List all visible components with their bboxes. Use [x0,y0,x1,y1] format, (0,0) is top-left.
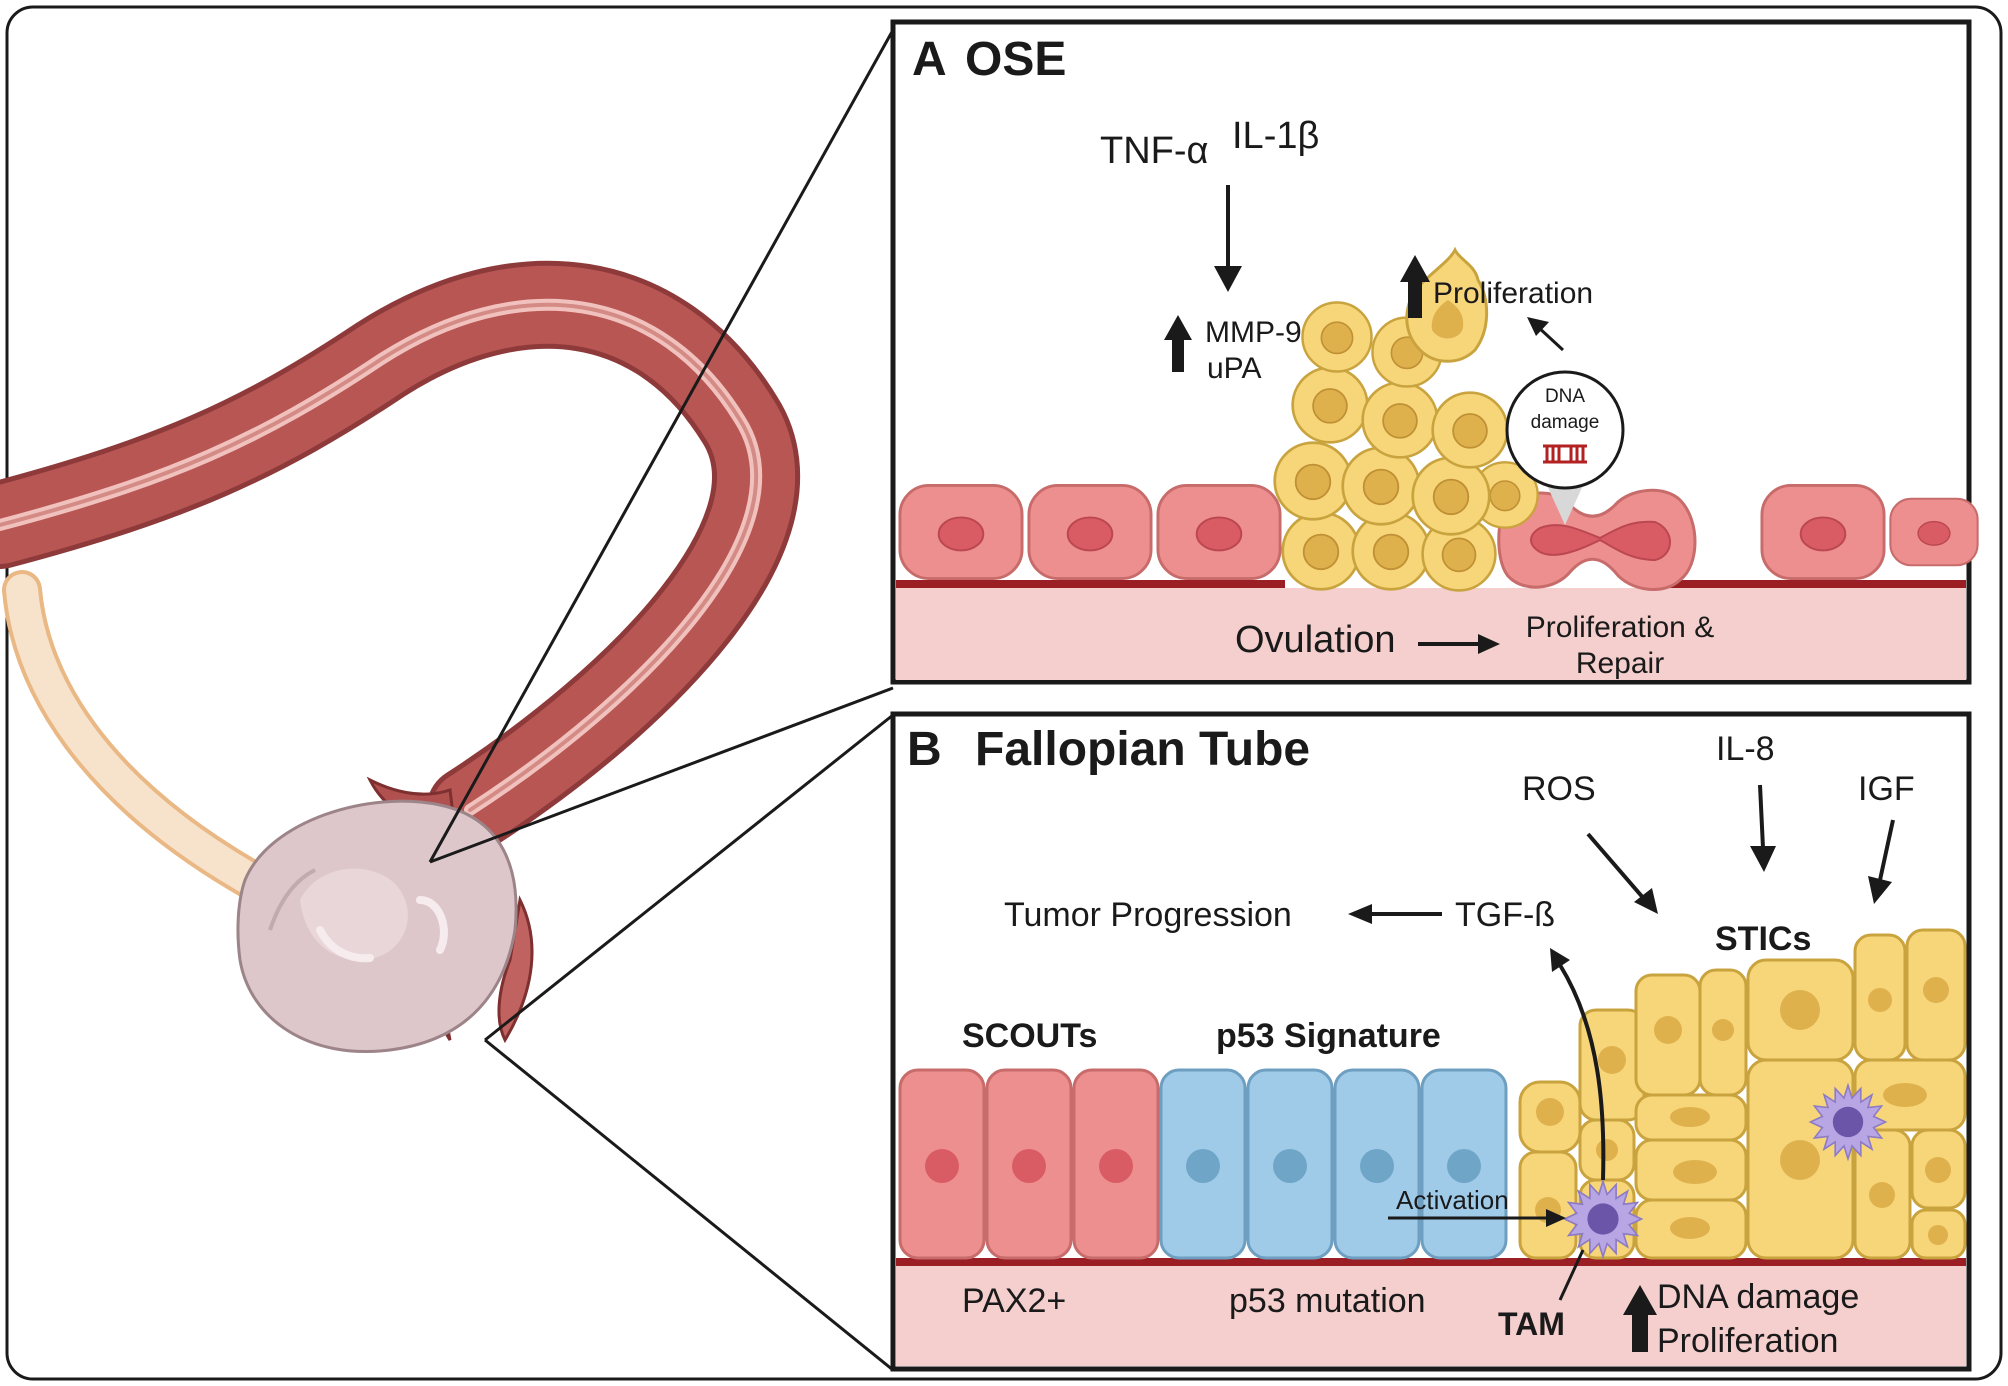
panel-a-title: OSE [965,33,1066,86]
scouts-label: SCOUTs [962,1017,1097,1055]
tgf-beta-label: TGF-ß [1455,896,1555,934]
panel-a-letter: A [912,33,947,86]
il8-arrow [1758,784,1765,849]
proliferation-label: Proliferation [1433,277,1593,310]
dna-damage-bubble [1505,370,1625,525]
repair-label-line1: Proliferation & [1526,611,1714,644]
tam-label: TAM [1498,1306,1565,1342]
up-arrow-mmp9 [1164,315,1192,372]
tumor-progression-label: Tumor Progression [1004,896,1292,934]
pax2-label: PAX2+ [962,1282,1066,1320]
dna-damage-label: DNA damage [1657,1278,1859,1316]
stic-cells [1518,928,1967,1260]
p53-signature-cells [1159,1068,1508,1260]
activation-label: Activation [1396,1185,1509,1215]
p53-signature-label: p53 Signature [1216,1017,1441,1055]
dna-label: DNA [1545,386,1585,407]
panel-a-ose: A OSE TNF-α IL-1β MMP-9 uPA Proliferatio… [890,19,1979,685]
repair-label-line2: Repair [1576,647,1664,680]
igf-arrow [1878,819,1895,881]
tam-to-tgf-arrow [1558,963,1606,1181]
fallopian-tube-illustration [0,260,801,1053]
stroma-band [896,588,1966,680]
panel-b-letter: B [907,723,942,776]
panel-b-title: Fallopian Tube [975,723,1310,776]
zoom-lines [428,29,895,1372]
ros-arrow [1586,832,1647,902]
il8-label: IL-8 [1716,730,1775,768]
ros-label: ROS [1522,770,1596,808]
dna-icon [1543,444,1587,464]
panel-b-fallopian-tube: B Fallopian Tube ROS IL-8 IGF Tumor Prog… [890,711,1972,1372]
upa-label: uPA [1207,352,1261,385]
p53-mutation-label: p53 mutation [1229,1282,1426,1320]
mmp9-label: MMP-9 [1205,316,1302,349]
igf-label: IGF [1858,770,1915,808]
proliferation-label-b: Proliferation [1657,1322,1838,1360]
ose-cells [898,483,1979,591]
up-arrow-proliferation [1400,255,1430,318]
stroma-band-b [896,1262,1966,1366]
up-arrow-dna-damage [1623,1285,1657,1352]
damage-label: damage [1531,412,1600,433]
tam-pointer-line [1558,1249,1585,1301]
stics-label: STICs [1715,920,1811,958]
tnf-alpha-label: TNF-α [1100,130,1209,172]
il1-beta-label: IL-1β [1232,115,1319,157]
ovulation-label: Ovulation [1235,619,1396,661]
scout-cells [898,1068,1160,1260]
